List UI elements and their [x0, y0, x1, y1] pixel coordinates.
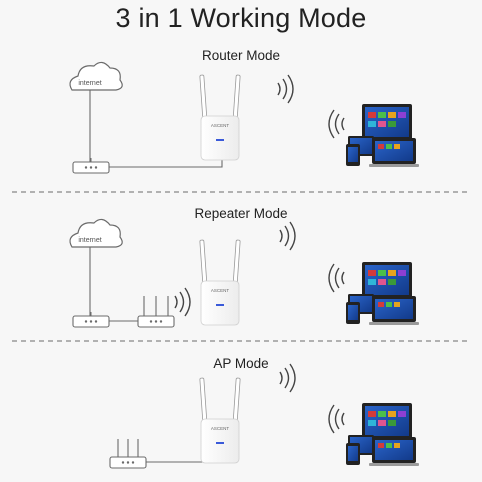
wifi-signal-icon: [277, 74, 294, 104]
wifi-extender-icon: ASCENT: [199, 74, 241, 161]
wifi-extender-icon: ASCENT: [199, 377, 241, 464]
device-brand: ASCENT: [211, 123, 230, 128]
modem-icon: [72, 312, 110, 328]
modem-icon: [72, 158, 110, 174]
client-devices-icon: [346, 262, 419, 325]
wifi-signal-icon: [328, 263, 345, 293]
wifi-signal-icon: [279, 221, 296, 251]
internet-cloud-icon: internet: [69, 218, 123, 248]
wifi-signal-icon: [328, 404, 345, 434]
router-mode-section: internet ASCENT: [69, 61, 419, 174]
ap-mode-label: AP Mode: [213, 356, 269, 371]
ap-mode-section: ASCENT: [109, 363, 419, 469]
page-title: 3 in 1 Working Mode: [115, 3, 367, 33]
router-icon: [137, 296, 175, 328]
internet-cloud-icon: internet: [69, 61, 123, 91]
device-brand: ASCENT: [211, 288, 230, 293]
router-mode-label: Router Mode: [201, 48, 281, 63]
cloud-label: internet: [78, 80, 101, 87]
cloud-label: internet: [78, 237, 101, 244]
wifi-extender-icon: ASCENT: [199, 239, 241, 326]
repeater-mode-section: internet ASCEN: [69, 218, 419, 328]
repeater-mode-label: Repeater Mode: [194, 206, 288, 221]
device-brand: ASCENT: [211, 426, 230, 431]
client-devices-icon: [346, 403, 419, 466]
client-devices-icon: [346, 104, 419, 167]
wifi-signal-icon: [328, 109, 345, 139]
wifi-signal-icon: [279, 363, 296, 393]
wifi-signal-icon: [174, 287, 191, 317]
router-icon: [109, 439, 147, 469]
